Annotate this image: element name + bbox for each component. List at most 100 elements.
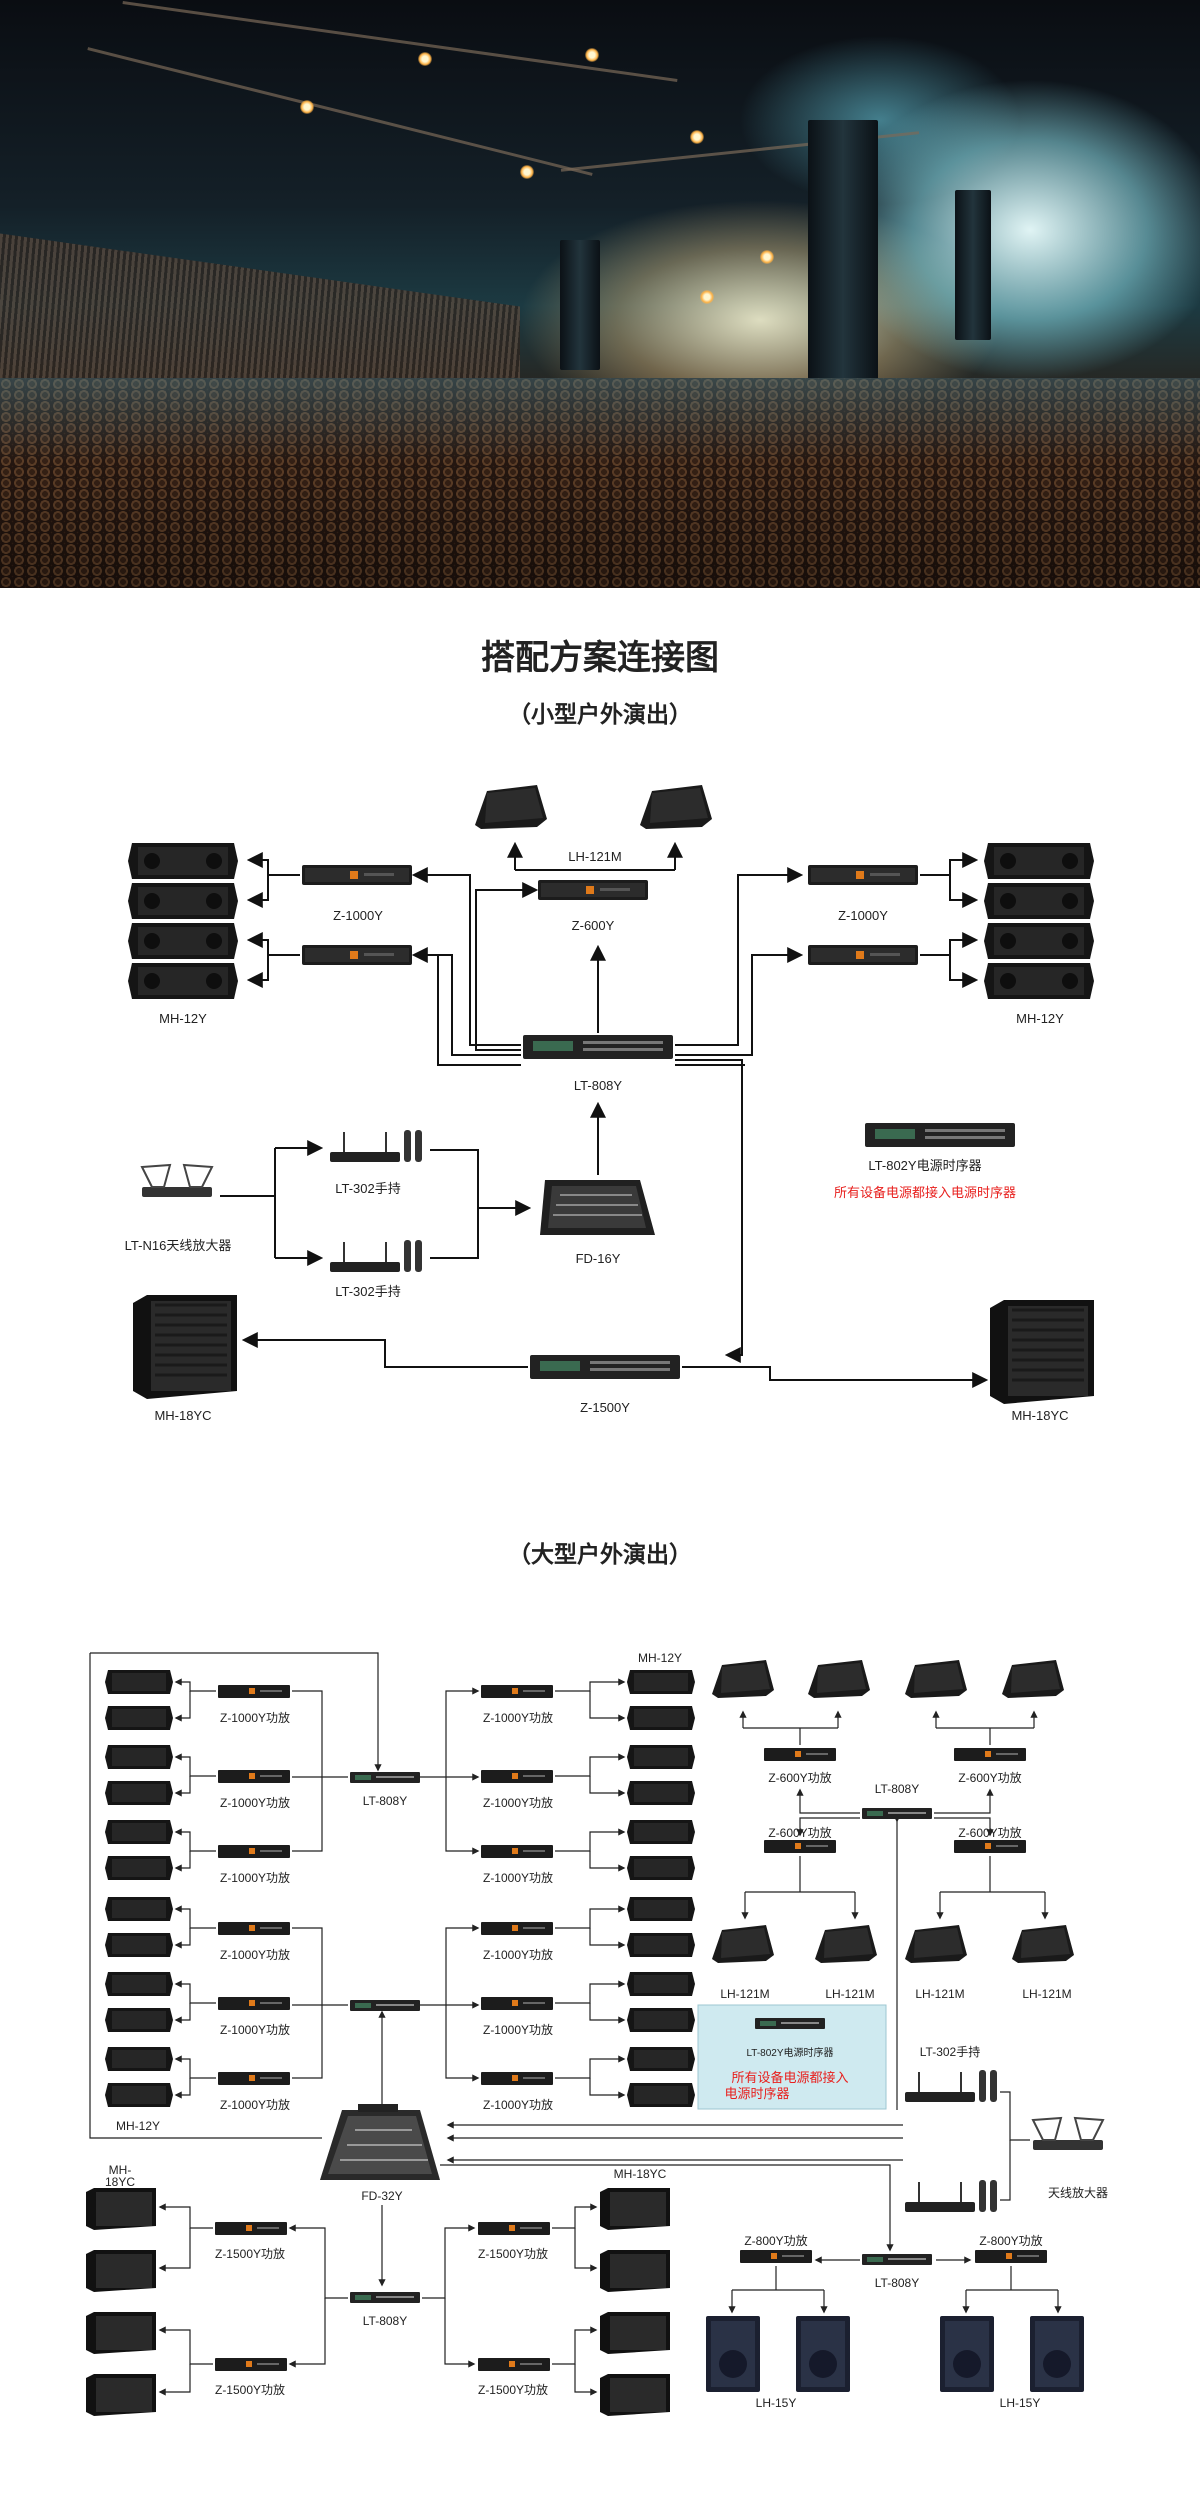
amp-label: Z-1000Y功放 — [483, 1870, 553, 1885]
stage-spotlight — [585, 48, 599, 62]
amp1500-label: Z-1500Y功放 — [215, 2382, 285, 2397]
hanging-line-array — [808, 120, 878, 380]
mh18yc-left-label: MH-18YC — [154, 1408, 211, 1423]
z600y-amplifier — [954, 1748, 1026, 1761]
antenna-label: LT-N16天线放大器 — [125, 1238, 232, 1253]
mh12y-array-box — [984, 963, 1094, 999]
fd32y-label: FD-32Y — [361, 2189, 402, 2203]
amp800-label: Z-800Y功放 — [979, 2233, 1042, 2248]
lh121m-speaker — [640, 785, 712, 829]
mh12y-array-box — [984, 883, 1094, 919]
mh18yc-left-label-2: 18YC — [105, 2175, 135, 2189]
sequencer-label: LT-802Y电源时序器 — [868, 1158, 981, 1173]
sequencer-note: 所有设备电源都接入电源时序器 — [834, 1185, 1016, 1200]
amp-label: Z-1000Y功放 — [483, 2022, 553, 2037]
z1000y-amplifier — [808, 945, 918, 965]
mic-bottom-label: LT-302手持 — [335, 1284, 401, 1299]
lh121m-label: LH-121M — [1022, 1987, 1071, 2001]
seq-note-line-2: 电源时序器 — [724, 2086, 789, 2101]
lt802y-sequencer — [755, 2018, 825, 2029]
lh121m-bottom-monitors — [712, 1925, 1074, 1963]
lh121m-top-monitors — [712, 1660, 1064, 1698]
amp600-label: Z-600Y功放 — [768, 1770, 831, 1785]
amp-label: Z-1000Y功放 — [220, 1870, 290, 1885]
antenna-amplifier — [1032, 2117, 1104, 2151]
amp-label: Z-1000Y功放 — [220, 1710, 290, 1725]
lt302-handheld-mic — [329, 1239, 423, 1273]
mh18yc-left-subs — [86, 2188, 156, 2416]
mh12y-array-box — [984, 923, 1094, 959]
amp-label: Z-1000Y功放 — [483, 1710, 553, 1725]
mh12y-array-box — [128, 923, 238, 959]
mh18yc-sub — [988, 1298, 1096, 1406]
z800y-amplifier — [740, 2250, 812, 2263]
mh12y-bottom-label: MH-12Y — [116, 2119, 160, 2133]
z600y-amplifier — [954, 1840, 1026, 1853]
lt808y-label: LT-808Y — [574, 1078, 623, 1093]
lt808y-monitor-label: LT-808Y — [875, 1782, 919, 1796]
large-show-subtitle: （大型户外演出） — [508, 1541, 692, 1567]
lt808y-processor — [350, 1772, 420, 1783]
seq-device-label: LT-802Y电源时序器 — [746, 2046, 833, 2059]
amp600-label: Z-600Y功放 — [958, 1770, 1021, 1785]
z600y-label: Z-600Y — [572, 918, 615, 933]
lt808y-processor — [523, 1035, 673, 1059]
z1500y-amplifier — [215, 2222, 287, 2235]
mh12y-array-box — [128, 963, 238, 999]
amp1500-label: Z-1500Y功放 — [478, 2246, 548, 2261]
fd16y-mixer — [540, 1180, 655, 1235]
stage-spotlight — [690, 130, 704, 144]
amp-label: Z-1000Y功放 — [220, 2097, 290, 2112]
mh12y-top-label: MH-12Y — [638, 1651, 682, 1665]
mic-top-label: LT-302手持 — [335, 1181, 401, 1196]
z600y-amplifier — [764, 1748, 836, 1761]
amp1500-label: Z-1500Y功放 — [215, 2246, 285, 2261]
mh12y-left-label: MH-12Y — [159, 1011, 207, 1026]
concert-hero-photo — [0, 0, 1200, 588]
mh18yc-right-subs — [600, 2188, 670, 2416]
lh121m-speaker — [475, 785, 547, 829]
lt302-handheld-mic — [329, 1129, 423, 1163]
lh15y-label: LH-15Y — [756, 2396, 797, 2410]
amp-label: Z-1000Y功放 — [220, 2022, 290, 2037]
amp-label: Z-1000Y功放 — [483, 1795, 553, 1810]
mh18yc-sub — [131, 1293, 239, 1401]
large-show-diagram: MH-12Y Z-1000Y功放 Z-1000Y功放 Z-1000Y功放 Z-1… — [86, 1651, 1108, 2416]
stage-spotlight — [760, 250, 774, 264]
lt808y-processor — [862, 1808, 932, 1819]
amp-label: Z-1000Y功放 — [483, 1947, 553, 1962]
z1500y-amplifier — [478, 2222, 550, 2235]
stage-spotlight — [418, 52, 432, 66]
stage-spotlight — [700, 290, 714, 304]
lt302-handheld-mic — [904, 2069, 998, 2103]
mh18yc-left-label-1: MH- — [109, 2163, 132, 2177]
lt808y-processor — [862, 2254, 932, 2265]
z600y-amplifier — [538, 880, 648, 900]
amp600-label: Z-600Y功放 — [768, 1825, 831, 1840]
z800y-amplifier — [975, 2250, 1047, 2263]
lh15y-subs — [706, 2316, 1084, 2392]
amp800-label: Z-800Y功放 — [744, 2233, 807, 2248]
lt808y-top-label: LT-808Y — [363, 1794, 407, 1808]
hanging-line-array — [955, 190, 991, 340]
hanging-line-array — [560, 240, 600, 370]
lh121m-label: LH-121M — [720, 1987, 769, 2001]
lt808y-processor — [350, 2292, 420, 2303]
mh12y-array-box — [128, 883, 238, 919]
amp1500-label: Z-1500Y功放 — [478, 2382, 548, 2397]
stage-spotlight — [520, 165, 534, 179]
z1500y-amplifier — [478, 2358, 550, 2371]
z1000y-right-label: Z-1000Y — [838, 908, 888, 923]
lh15y-label: LH-15Y — [1000, 2396, 1041, 2410]
z1000y-amplifier — [302, 865, 412, 885]
fd32y-mixer — [320, 2104, 440, 2180]
z1500y-label: Z-1500Y — [580, 1400, 630, 1415]
z1000y-amplifier — [808, 865, 918, 885]
lt808y-sub-label: LT-808Y — [875, 2276, 919, 2290]
lh121m-label: LH-121M — [825, 1987, 874, 2001]
amp-label: Z-1000Y功放 — [220, 1795, 290, 1810]
mh18yc-right-label: MH-18YC — [614, 2167, 667, 2181]
z1000y-left-label: Z-1000Y — [333, 908, 383, 923]
mh12y-right-label: MH-12Y — [1016, 1011, 1064, 1026]
